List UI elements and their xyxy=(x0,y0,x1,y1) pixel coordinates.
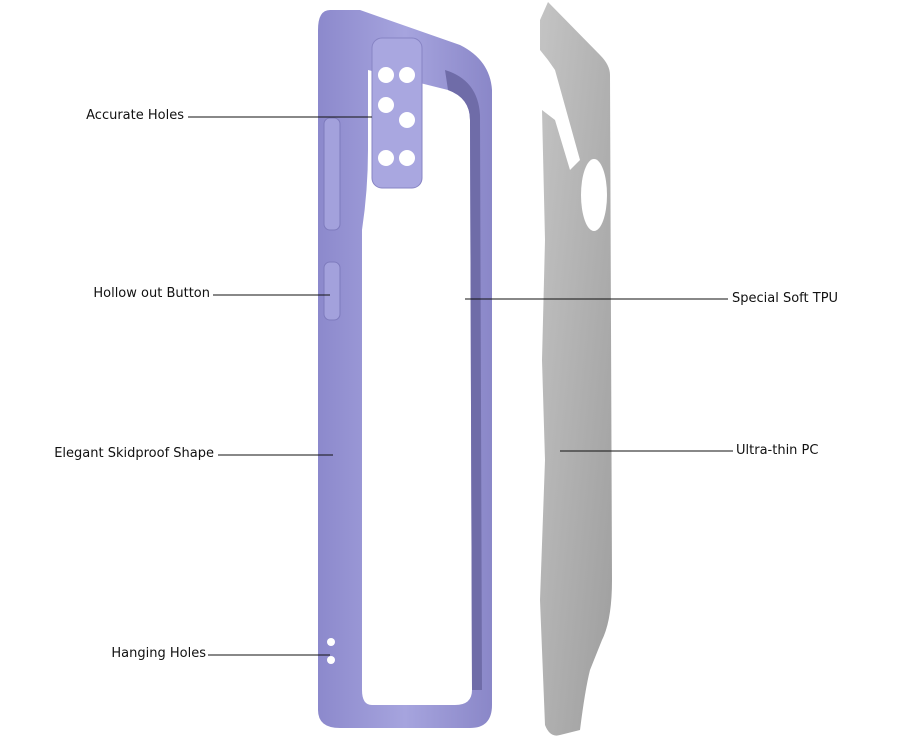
pc-camera-cutout xyxy=(581,159,607,231)
callout-special-soft-tpu: Special Soft TPU xyxy=(732,291,839,306)
callout-ultra-thin-pc: Ultra-thin PC xyxy=(736,443,819,458)
callout-hollow-out-button: Hollow out Button xyxy=(93,286,210,301)
callout-hanging-holes: Hanging Holes xyxy=(111,646,206,661)
pc-back-plate xyxy=(540,2,612,736)
callout-accurate-holes: Accurate Holes xyxy=(86,108,184,123)
callout-elegant-skidproof-shape: Elegant Skidproof Shape xyxy=(54,446,214,461)
volume-button xyxy=(323,117,341,231)
hanging-hole xyxy=(327,638,335,646)
camera-module xyxy=(371,37,423,189)
tpu-frame xyxy=(318,10,492,728)
power-button xyxy=(323,261,341,321)
tpu-inner-wall xyxy=(445,70,482,690)
